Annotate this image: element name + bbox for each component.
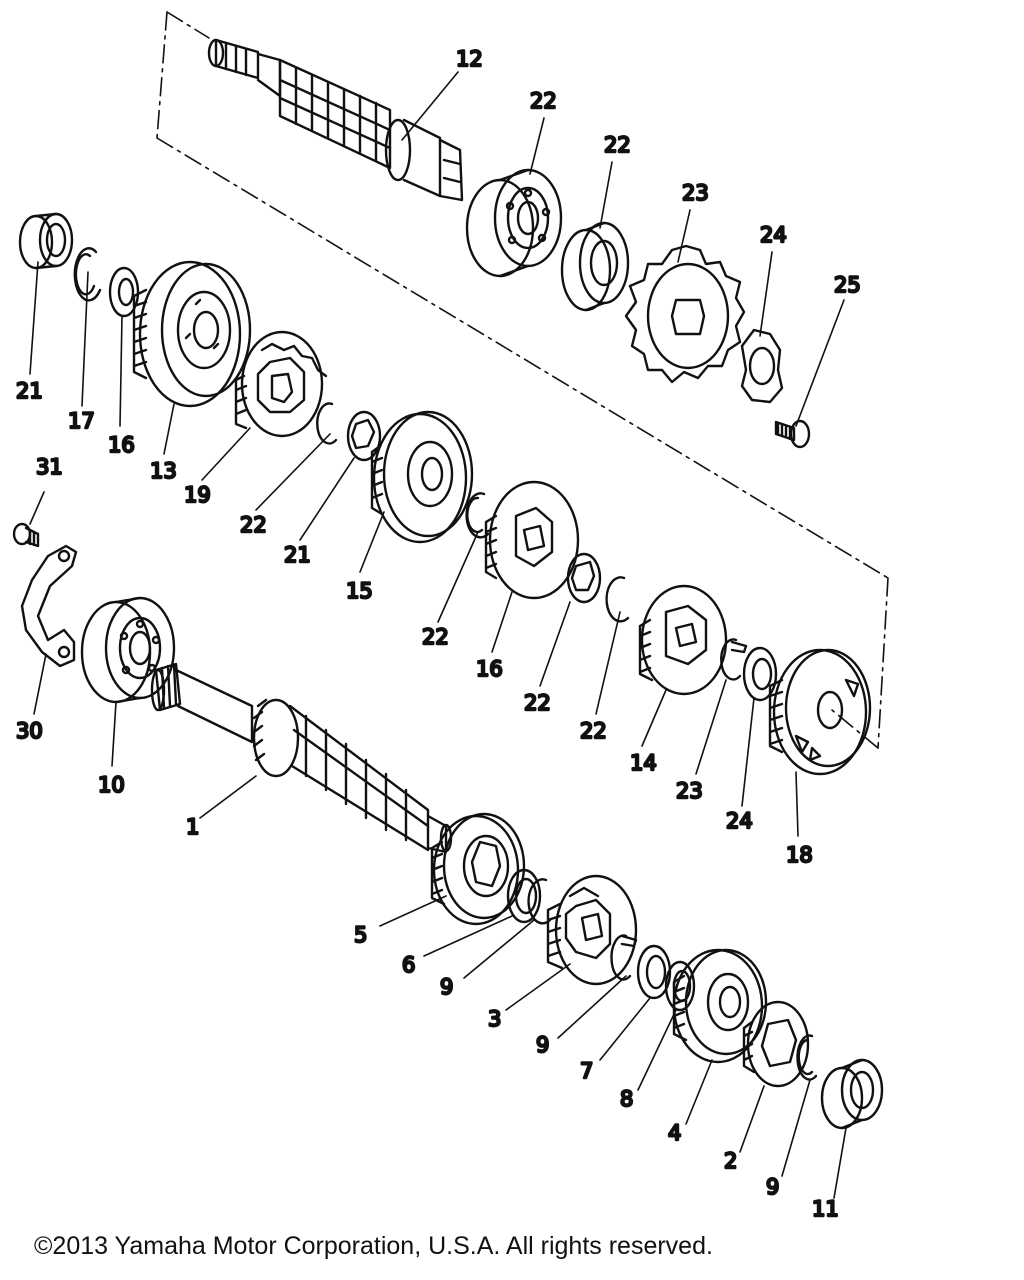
callout-25: 22: [530, 89, 557, 113]
bearing-11: [820, 1058, 884, 1130]
circlip-9b: [610, 934, 638, 981]
leader-lines: [29, 71, 847, 1199]
callout-22b: 22: [422, 625, 449, 649]
drive-axle: [207, 38, 464, 202]
callout-31: 31: [36, 455, 63, 479]
washer-7: [636, 944, 672, 1000]
gear-5: [430, 812, 526, 926]
callout-29: 25: [834, 273, 861, 297]
assembly-outline: [156, 11, 889, 749]
gear-18: [768, 648, 872, 776]
screw-31: [12, 522, 40, 548]
callout-9b: 9: [536, 1033, 549, 1057]
washer-6: [506, 868, 542, 924]
callout-9a: 9: [440, 975, 453, 999]
washer-21a: [346, 410, 382, 462]
circlip-9a: [527, 878, 552, 925]
callout-11: 11: [812, 1197, 839, 1220]
circlip-22d: [720, 638, 748, 681]
callout-10: 10: [98, 773, 125, 797]
callout-13: 13: [150, 459, 177, 483]
bearing-25: [465, 168, 563, 278]
bearing-stopper-30: [20, 544, 78, 668]
main-axle: [150, 662, 453, 854]
callout-27: 23: [682, 181, 709, 205]
callout-30: 30: [16, 719, 43, 743]
callout-21b: 22: [524, 691, 551, 715]
callout-20: 17: [68, 409, 95, 433]
callout-18: 18: [786, 843, 813, 867]
gear-2: [742, 1000, 810, 1088]
callout-22a: 22: [240, 513, 267, 537]
callout-7: 7: [580, 1059, 593, 1083]
callout-2: 2: [724, 1149, 737, 1173]
callout-3: 3: [488, 1007, 501, 1031]
transmission-exploded-diagram: 12 22 22 23 24 25 21 17 16 13 19 22 21 1…: [12, 11, 889, 1220]
callout-22d: 23: [676, 779, 703, 803]
washer-21b: [566, 552, 602, 604]
callout-12: 12: [456, 47, 483, 71]
callout-5: 5: [354, 923, 367, 947]
callout-26: 22: [604, 133, 631, 157]
callout-15: 15: [346, 579, 373, 603]
callout-19: 16: [108, 433, 135, 457]
drive-sprocket-27: [624, 244, 746, 384]
gear-4: [672, 948, 768, 1064]
circlip-22a: [316, 402, 338, 445]
bolt-29: [774, 419, 811, 449]
gear-14: [638, 584, 728, 696]
washer-23: [742, 646, 778, 702]
circlip-20: [73, 247, 102, 302]
oil-seal-26: [560, 221, 630, 312]
callout-6: 6: [402, 953, 415, 977]
bearing-24: [18, 212, 74, 270]
gear-15: [370, 410, 474, 544]
lock-washer-28: [740, 328, 784, 404]
washer-19: [108, 266, 140, 318]
callout-21a: 21: [284, 543, 311, 567]
callout-8: 8: [620, 1087, 633, 1111]
copyright-notice: ©2013 Yamaha Motor Corporation, U.S.A. A…: [34, 1232, 713, 1260]
circlip-22c: [605, 576, 630, 623]
callout-4: 4: [668, 1121, 681, 1145]
callout-1: 1: [186, 815, 199, 839]
callout-labels: 12 22 22 23 24 25 21 17 16 13 19 22 21 1…: [15, 46, 862, 1220]
gear-13: [132, 260, 252, 408]
callout-24: 21: [16, 379, 43, 403]
gear-3: [546, 874, 638, 986]
bearing-10: [80, 596, 176, 704]
callout-22c: 22: [580, 719, 607, 743]
callout-17: 19: [184, 483, 211, 507]
callout-28: 24: [760, 223, 787, 247]
callout-9c: 9: [766, 1175, 779, 1199]
callout-23: 24: [726, 809, 753, 833]
callout-16: 16: [476, 657, 503, 681]
gear-16: [484, 480, 580, 600]
callout-14: 14: [630, 751, 657, 775]
gear-17: [234, 330, 328, 438]
circlip-22b: [465, 492, 490, 539]
